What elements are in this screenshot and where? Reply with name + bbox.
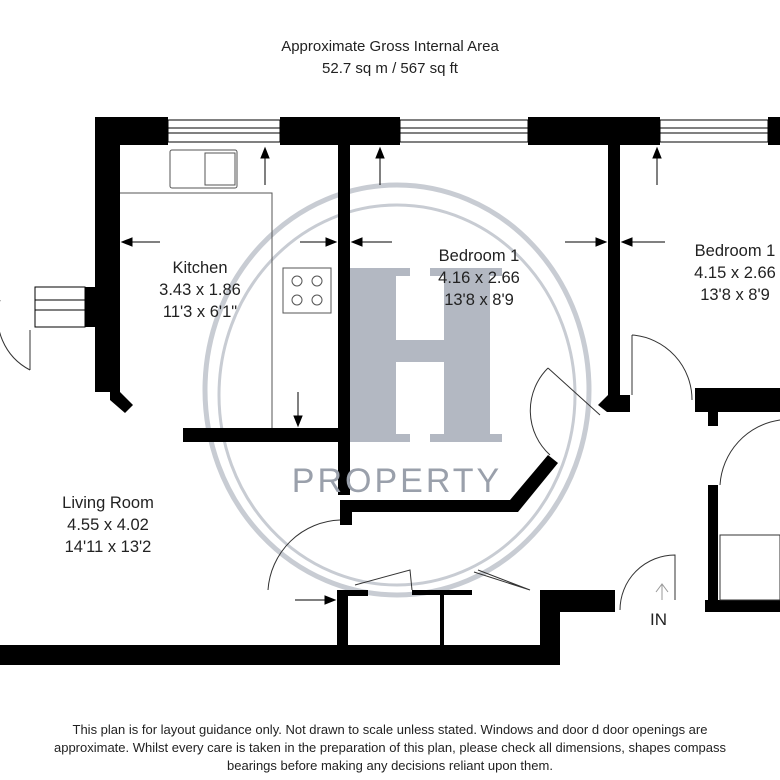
room-label-bedroom-1: Bedroom 1 4.16 x 2.66 13'8 x 8'9: [438, 245, 520, 311]
room-name: Bedroom 1: [694, 242, 776, 260]
disclaimer-line: This plan is for layout guidance only. N…: [72, 722, 708, 737]
room-name: Kitchen: [172, 259, 228, 277]
watermark-rings: [202, 182, 592, 598]
sink-icon: [169, 149, 238, 189]
walls: [0, 117, 780, 665]
area-value: 52.7 sq m / 567 sq ft: [322, 60, 458, 77]
entrance-arrow-icon: [655, 583, 669, 600]
windows: [34, 119, 769, 328]
dimension-arrows: [120, 146, 665, 605]
room-name: Living Room: [62, 494, 154, 512]
watermark-logo-h-icon: [338, 268, 502, 442]
room-metric: 4.16 x 2.66: [438, 269, 520, 287]
disclaimer-line: bearings before making any decisions rel…: [227, 758, 553, 773]
doors: [0, 300, 780, 611]
room-imperial: 14'11 x 13'2: [64, 538, 152, 556]
disclaimer: This plan is for layout guidance only. N…: [0, 721, 780, 775]
watermark-text: PROPERTY: [291, 462, 503, 500]
room-metric: 3.43 x 1.86: [159, 281, 241, 299]
kitchen-units: [120, 149, 332, 428]
room-label-living-room: Living Room 4.55 x 4.02 14'11 x 13'2: [62, 492, 154, 558]
room-imperial: 13'8 x 8'9: [444, 291, 514, 309]
area-title: Approximate Gross Internal Area: [281, 38, 499, 55]
hob-icon: [282, 267, 332, 314]
room-imperial: 13'8 x 8'9: [700, 286, 770, 304]
room-imperial: 11'3 x 6'1": [162, 303, 238, 321]
room-metric: 4.15 x 2.66: [694, 264, 776, 282]
room-metric: 4.55 x 4.02: [67, 516, 149, 534]
disclaimer-line: approximate. Whilst every care is taken …: [53, 740, 726, 755]
room-label-kitchen: Kitchen 3.43 x 1.86 11'3 x 6'1": [159, 257, 241, 323]
room-label-bedroom-2: Bedroom 1 4.15 x 2.66 13'8 x 8'9: [694, 240, 776, 306]
room-name: Bedroom 1: [438, 247, 520, 265]
entrance-label: IN: [650, 610, 667, 629]
area-header: Approximate Gross Internal Area 52.7 sq …: [0, 36, 780, 80]
